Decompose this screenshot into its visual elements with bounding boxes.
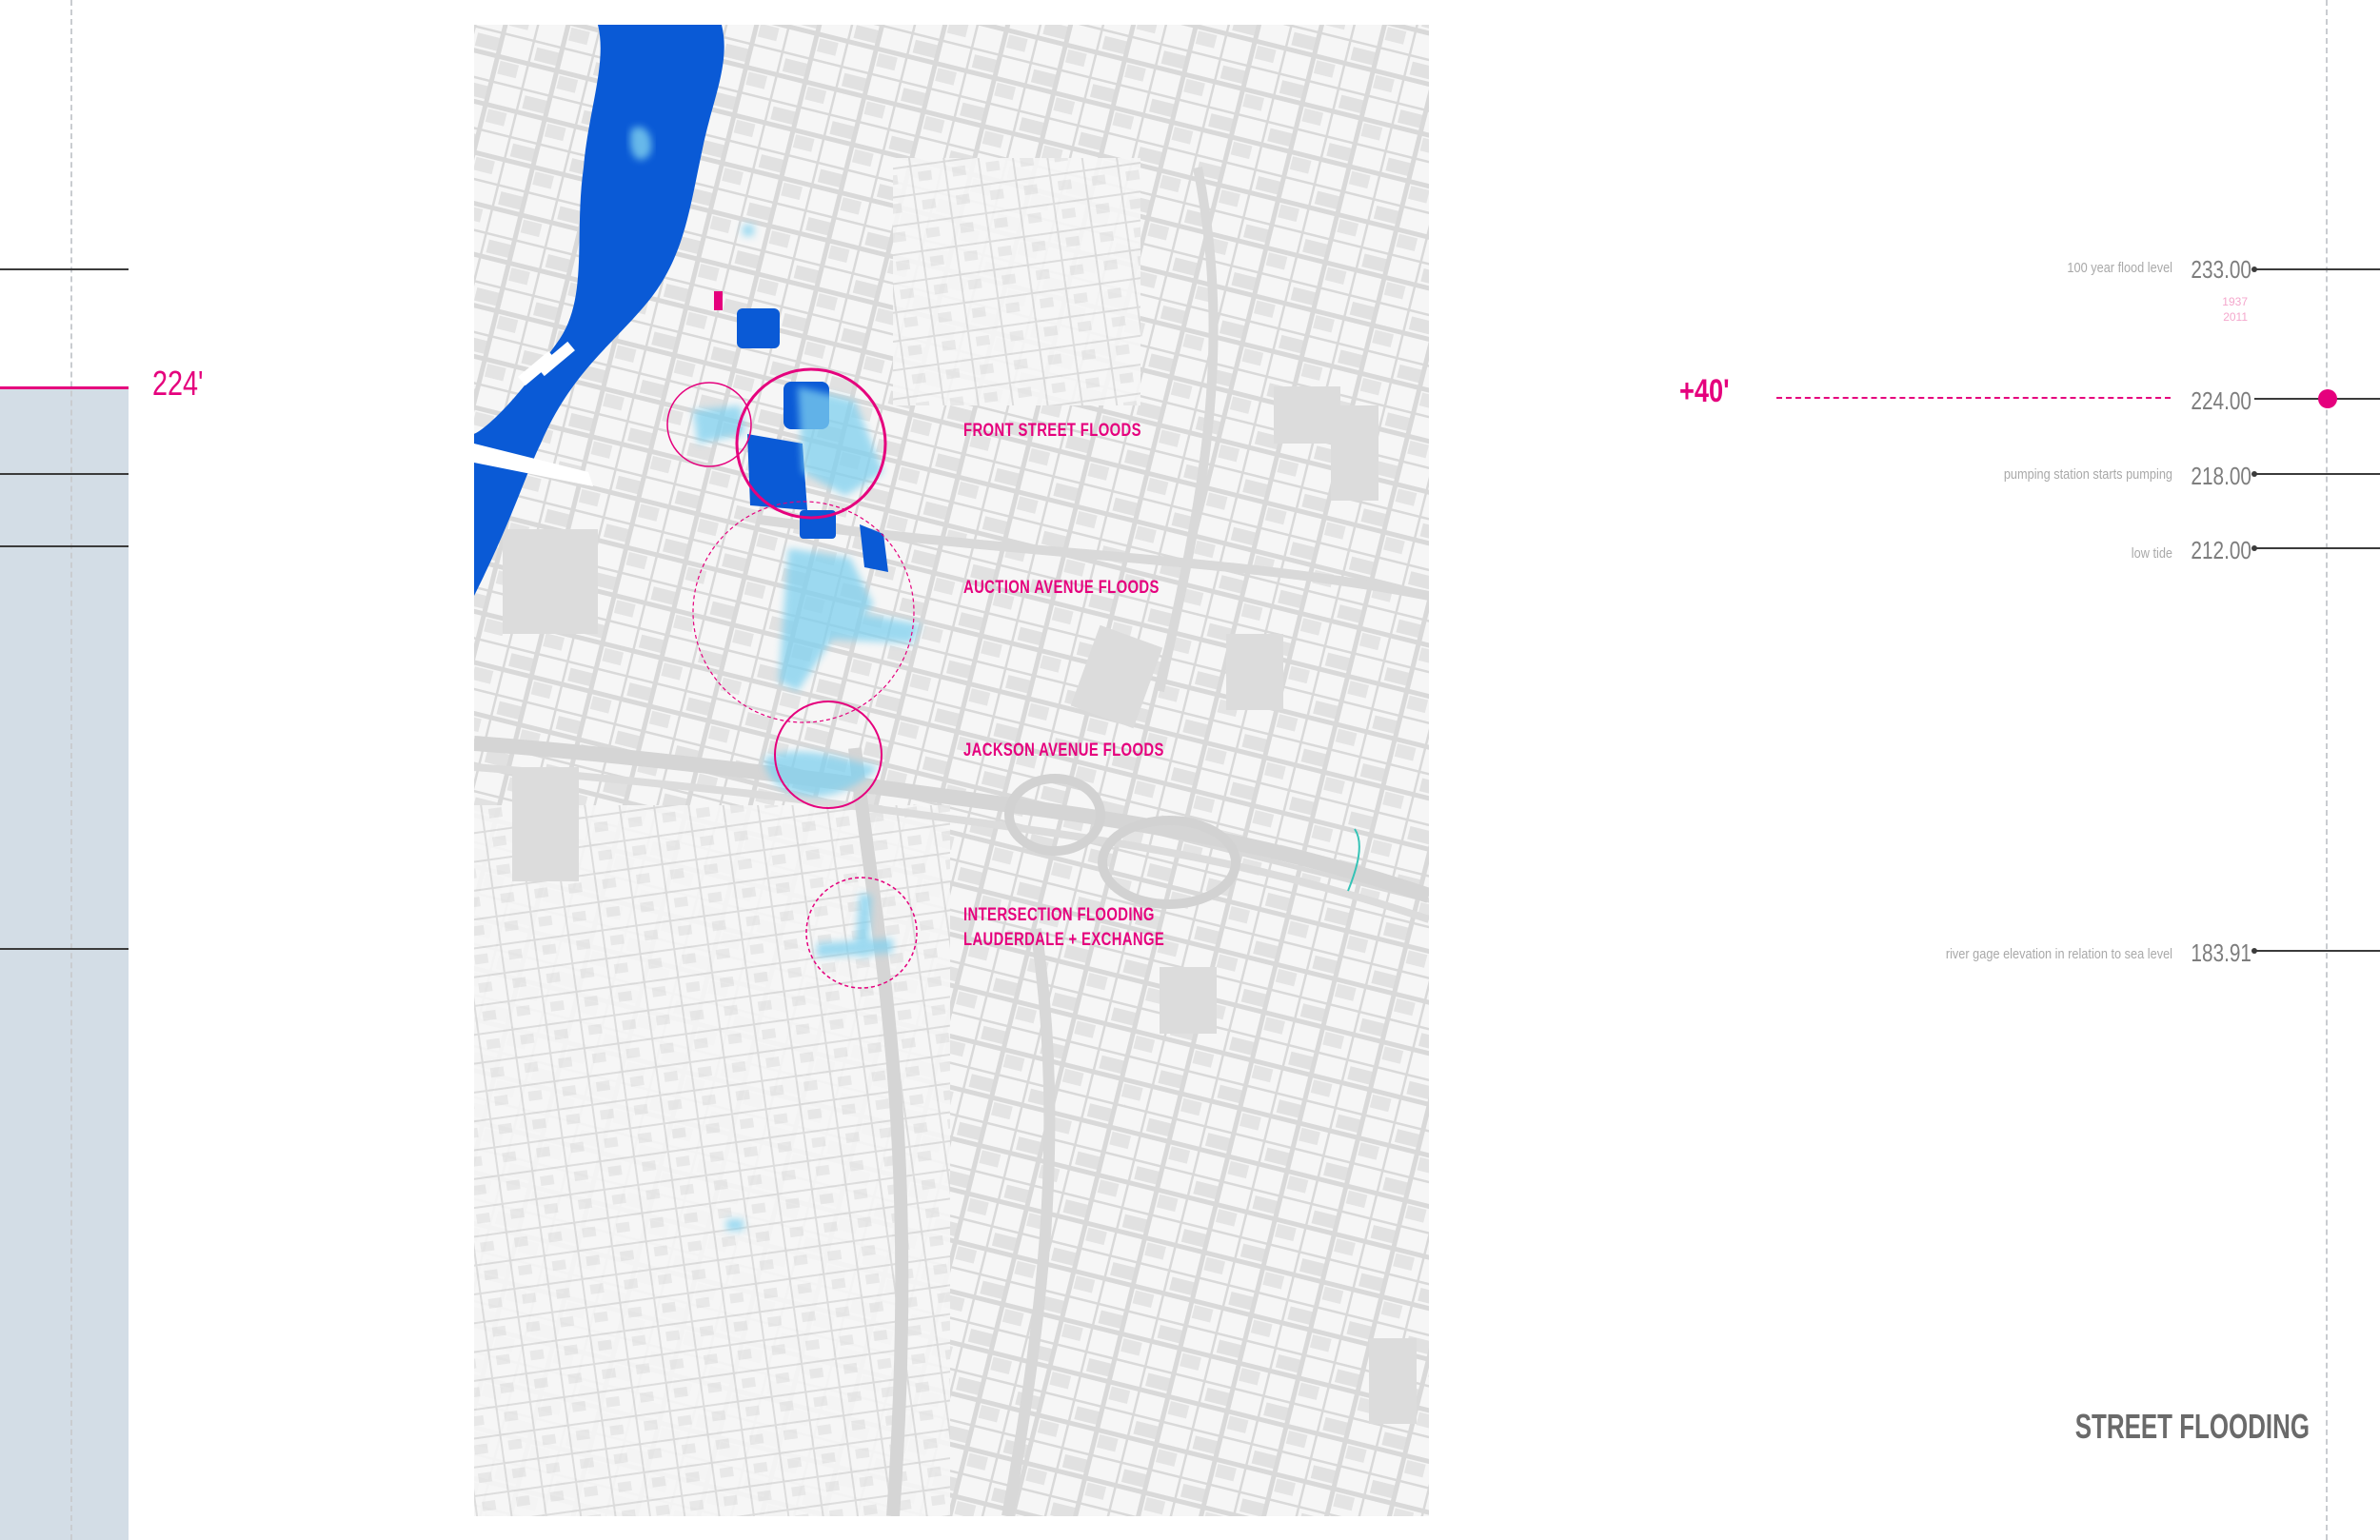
jackson-avenue-circle bbox=[774, 701, 883, 809]
building-block bbox=[1274, 386, 1340, 444]
elevation-tick-224 bbox=[2254, 398, 2380, 400]
gauge-tick-212 bbox=[0, 545, 129, 547]
flood-year-2011: 2011 bbox=[2223, 310, 2248, 324]
elevation-dot-233 bbox=[2251, 267, 2257, 272]
elevation-value-218: 218.00 bbox=[2191, 462, 2251, 490]
interstate-highway-ramp bbox=[474, 763, 1429, 923]
river-edge-light bbox=[630, 127, 652, 160]
elevation-tick-218 bbox=[2254, 473, 2380, 475]
flood-area bbox=[817, 605, 922, 643]
current-level-label: 224' bbox=[152, 364, 204, 403]
elevation-label-100yr: 100 year flood level bbox=[2067, 260, 2172, 276]
elevation-label-river-gage: river gage elevation in relation to sea … bbox=[1945, 946, 2172, 962]
gauge-tick-218 bbox=[0, 473, 129, 475]
gauge-dashed-line bbox=[70, 0, 72, 1540]
flood-area bbox=[693, 405, 745, 444]
label-front-street: FRONT STREET FLOODS bbox=[963, 421, 1141, 441]
street-grid-downtown bbox=[893, 158, 1140, 405]
elevation-value-183: 183.91 bbox=[2191, 938, 2251, 967]
building-block bbox=[512, 767, 579, 881]
building-block bbox=[1160, 967, 1217, 1034]
elevation-label-pumping: pumping station starts pumping bbox=[2003, 466, 2172, 483]
flood-area bbox=[817, 938, 893, 958]
front-street-circle bbox=[735, 367, 887, 520]
street-grid-south bbox=[474, 805, 950, 1516]
flood-area bbox=[798, 386, 883, 496]
intersection-circle bbox=[805, 877, 918, 989]
gauge-panel bbox=[0, 386, 129, 1540]
label-auction-avenue: AUCTION AVENUE FLOODS bbox=[963, 578, 1160, 598]
elevation-tick-233 bbox=[2254, 268, 2380, 270]
label-intersection-flooding: INTERSECTION FLOODING bbox=[963, 905, 1155, 925]
building-block bbox=[1369, 1338, 1417, 1424]
auction-avenue-circle bbox=[692, 501, 915, 723]
flood-year-1937: 1937 bbox=[2222, 295, 2248, 308]
page-title: STREET FLOODING bbox=[2074, 1407, 2310, 1446]
elevation-value-233: 233.00 bbox=[2191, 255, 2251, 284]
elevation-value-212: 212.00 bbox=[2191, 536, 2251, 564]
elevation-tick-183 bbox=[2254, 950, 2380, 952]
shallow-flood-areas bbox=[693, 225, 922, 1231]
building-block bbox=[1070, 624, 1163, 729]
interchange-loop-east bbox=[1098, 816, 1240, 909]
elevation-dot-218 bbox=[2251, 471, 2257, 477]
creek bbox=[1347, 828, 1360, 892]
building-block bbox=[1226, 634, 1283, 710]
elevation-dashed-line bbox=[2326, 0, 2328, 1540]
label-lauderdale-exchange: LAUDERDALE + EXCHANGE bbox=[963, 930, 1165, 950]
elevation-dot-212 bbox=[2251, 545, 2257, 551]
highway-south bbox=[848, 747, 909, 1516]
gauge-tick-183 bbox=[0, 948, 129, 950]
water-rise-label: +40' bbox=[1679, 373, 1730, 409]
current-level-leader bbox=[1776, 397, 2171, 399]
flood-area bbox=[743, 225, 754, 236]
label-jackson-avenue: JACKSON AVENUE FLOODS bbox=[963, 740, 1164, 760]
building-block bbox=[503, 529, 598, 634]
flood-area bbox=[764, 751, 879, 797]
elevation-label-low-tide: low tide bbox=[2131, 545, 2172, 562]
front-street-west-circle bbox=[666, 382, 752, 467]
flood-zone-circles bbox=[666, 367, 918, 989]
highway-southeast bbox=[1002, 928, 1056, 1516]
river-barges bbox=[518, 341, 575, 386]
pump-station-marker bbox=[714, 291, 723, 310]
flood-pool bbox=[737, 308, 780, 348]
river-bridge bbox=[474, 444, 593, 486]
gauge-tick-233 bbox=[0, 268, 129, 270]
flood-area bbox=[726, 1219, 744, 1231]
current-level-marker bbox=[2318, 389, 2337, 408]
elevation-tick-212 bbox=[2254, 547, 2380, 549]
elevation-value-224: 224.00 bbox=[2191, 386, 2251, 415]
flood-pool bbox=[747, 434, 807, 510]
mississippi-river bbox=[474, 25, 724, 596]
interchange-loop bbox=[1004, 774, 1105, 856]
flood-pool bbox=[860, 524, 888, 572]
interstate-highway bbox=[474, 736, 1429, 903]
building-block bbox=[1331, 405, 1378, 501]
street-flood-map bbox=[474, 25, 1429, 1516]
elevation-dot-183 bbox=[2251, 948, 2257, 954]
gauge-tick-224-current bbox=[0, 386, 129, 389]
arterial-road-north bbox=[1155, 167, 1219, 693]
